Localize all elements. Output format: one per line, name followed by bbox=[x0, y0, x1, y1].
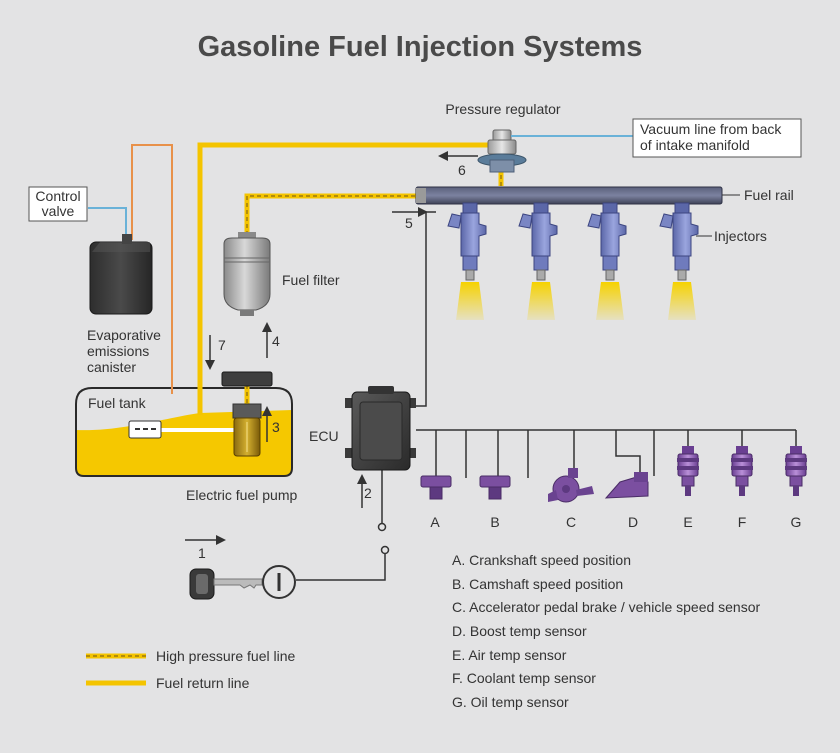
page-title: Gasoline Fuel Injection Systems bbox=[198, 31, 643, 63]
control-valve-line bbox=[88, 207, 127, 240]
sensor-list-item: F. Coolant temp sensor bbox=[452, 670, 596, 686]
legend-return-label: Fuel return line bbox=[156, 675, 250, 691]
temp-sensor-e bbox=[677, 446, 699, 496]
sensor-list-item: C. Accelerator pedal brake / vehicle spe… bbox=[452, 599, 761, 615]
control-valve-label-2: valve bbox=[42, 203, 75, 219]
canister-label-1: Evaporative bbox=[87, 327, 161, 343]
injector-1 bbox=[447, 202, 487, 320]
sensor-list-item: D. Boost temp sensor bbox=[452, 623, 587, 639]
vacuum-line-label-1: Vacuum line from back bbox=[640, 121, 782, 137]
temp-sensor-f bbox=[731, 446, 753, 496]
step-3-label: 3 bbox=[272, 419, 280, 435]
fuel-filter bbox=[223, 232, 271, 316]
step-2-label: 2 bbox=[364, 485, 372, 501]
ignition-switch-icon bbox=[262, 565, 296, 599]
sensor-list-item: E. Air temp sensor bbox=[452, 647, 567, 663]
canister-label-3: canister bbox=[87, 359, 136, 375]
high-pressure-line bbox=[244, 193, 420, 410]
control-valve-box bbox=[28, 186, 88, 222]
sensor-letter-b: B bbox=[490, 514, 499, 530]
fuel-tank-label: Fuel tank bbox=[88, 395, 147, 411]
ecu-label: ECU bbox=[309, 428, 339, 444]
injector-3 bbox=[587, 202, 627, 320]
fuel-filter-label: Fuel filter bbox=[282, 272, 340, 288]
step-5-label: 5 bbox=[405, 215, 413, 231]
step-7-label: 7 bbox=[218, 337, 226, 353]
step-4-label: 4 bbox=[272, 333, 280, 349]
legend-high-pressure-label: High pressure fuel line bbox=[156, 648, 296, 664]
sensor-list-item: A. Crankshaft speed position bbox=[452, 552, 631, 568]
sensor-b bbox=[479, 475, 511, 500]
injectors-label: Injectors bbox=[714, 228, 767, 244]
sensor-letter-e: E bbox=[683, 514, 692, 530]
sensor-d bbox=[604, 472, 649, 499]
temp-sensor-g bbox=[785, 446, 807, 496]
ecu-module bbox=[345, 386, 416, 471]
sensor-c bbox=[548, 468, 594, 503]
fuel-rail-label: Fuel rail bbox=[744, 187, 794, 203]
sensor-list-item: G. Oil temp sensor bbox=[452, 694, 569, 710]
sensor-letter-a: A bbox=[430, 514, 440, 530]
step-6-label: 6 bbox=[458, 162, 466, 178]
sensor-a bbox=[420, 475, 452, 500]
legend: High pressure fuel line Fuel return line bbox=[86, 648, 296, 691]
sensor-letter-c: C bbox=[566, 514, 576, 530]
canister-label-2: emissions bbox=[87, 343, 149, 359]
vapor-line bbox=[131, 144, 173, 394]
evaporative-canister bbox=[89, 234, 153, 315]
temp-sensors bbox=[677, 446, 807, 496]
sensor-letter-f: F bbox=[738, 514, 747, 530]
sensor-letter-g: G bbox=[791, 514, 802, 530]
sensor-list: A. Crankshaft speed position B. Camshaft… bbox=[452, 552, 761, 710]
sensor-list-item: B. Camshaft speed position bbox=[452, 576, 623, 592]
vacuum-line-label-2: of intake manifold bbox=[640, 137, 750, 153]
electric-fuel-pump bbox=[232, 403, 262, 457]
electric-fuel-pump-label: Electric fuel pump bbox=[186, 487, 297, 503]
fuel-return-line bbox=[197, 142, 492, 415]
sensor-letter-d: D bbox=[628, 514, 638, 530]
ecu-wiring bbox=[296, 211, 797, 581]
injector-2 bbox=[518, 202, 558, 320]
control-valve-label-1: Control bbox=[35, 188, 80, 204]
pressure-regulator-label: Pressure regulator bbox=[445, 101, 561, 117]
pressure-regulator bbox=[477, 129, 527, 173]
step-1-label: 1 bbox=[198, 545, 206, 561]
fuel-rail bbox=[415, 186, 723, 205]
ignition-key-icon bbox=[189, 568, 263, 600]
injectors bbox=[447, 202, 699, 320]
injector-4 bbox=[659, 202, 699, 320]
pump-mount bbox=[221, 371, 273, 387]
vacuum-line-box bbox=[632, 118, 802, 158]
